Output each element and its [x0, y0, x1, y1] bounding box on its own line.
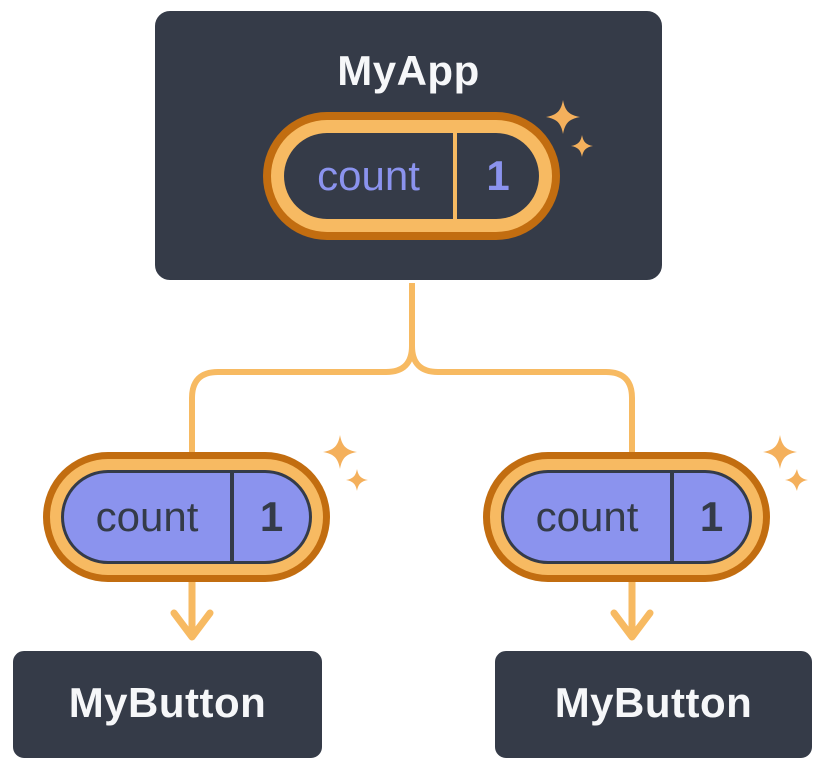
down-arrow-left-icon — [170, 576, 214, 641]
prop-value-label: 1 — [259, 493, 284, 540]
connector-root-to-right-pill — [409, 281, 635, 455]
sparkle-icon — [785, 469, 808, 491]
connector-root-to-left-pill — [189, 281, 415, 455]
down-arrow-right-icon — [610, 576, 654, 641]
prop-pill-body: count 1 — [501, 470, 752, 564]
prop-pill-ring: count 1 — [50, 459, 323, 575]
prop-value-label: 1 — [699, 493, 724, 540]
state-name-label: count — [317, 152, 420, 199]
prop-pill-body: count 1 — [61, 470, 312, 564]
sparkle-icon — [763, 435, 797, 469]
component-title: MyButton — [554, 678, 753, 726]
prop-pill-ring: count 1 — [490, 459, 763, 575]
sparkle-icon — [323, 435, 357, 469]
state-value-label: 1 — [486, 152, 510, 199]
state-pill-body: count 1 — [284, 133, 539, 219]
prop-pill-right: count 1 — [483, 452, 770, 582]
sparkle-icon — [346, 469, 368, 491]
pill-divider — [670, 473, 674, 561]
prop-pill-left: count 1 — [43, 452, 330, 582]
component-node-mybutton-left: MyButton — [10, 648, 325, 761]
component-title: MyApp — [337, 47, 480, 94]
pill-divider — [230, 473, 234, 561]
component-title: MyButton — [68, 678, 267, 726]
pill-divider — [453, 133, 457, 219]
prop-name-label: count — [95, 493, 199, 540]
component-node-mybutton-right: MyButton — [492, 648, 815, 761]
prop-name-label: count — [535, 493, 639, 540]
state-pill-root: count 1 — [263, 112, 560, 240]
state-pill-ring: count 1 — [271, 120, 552, 232]
